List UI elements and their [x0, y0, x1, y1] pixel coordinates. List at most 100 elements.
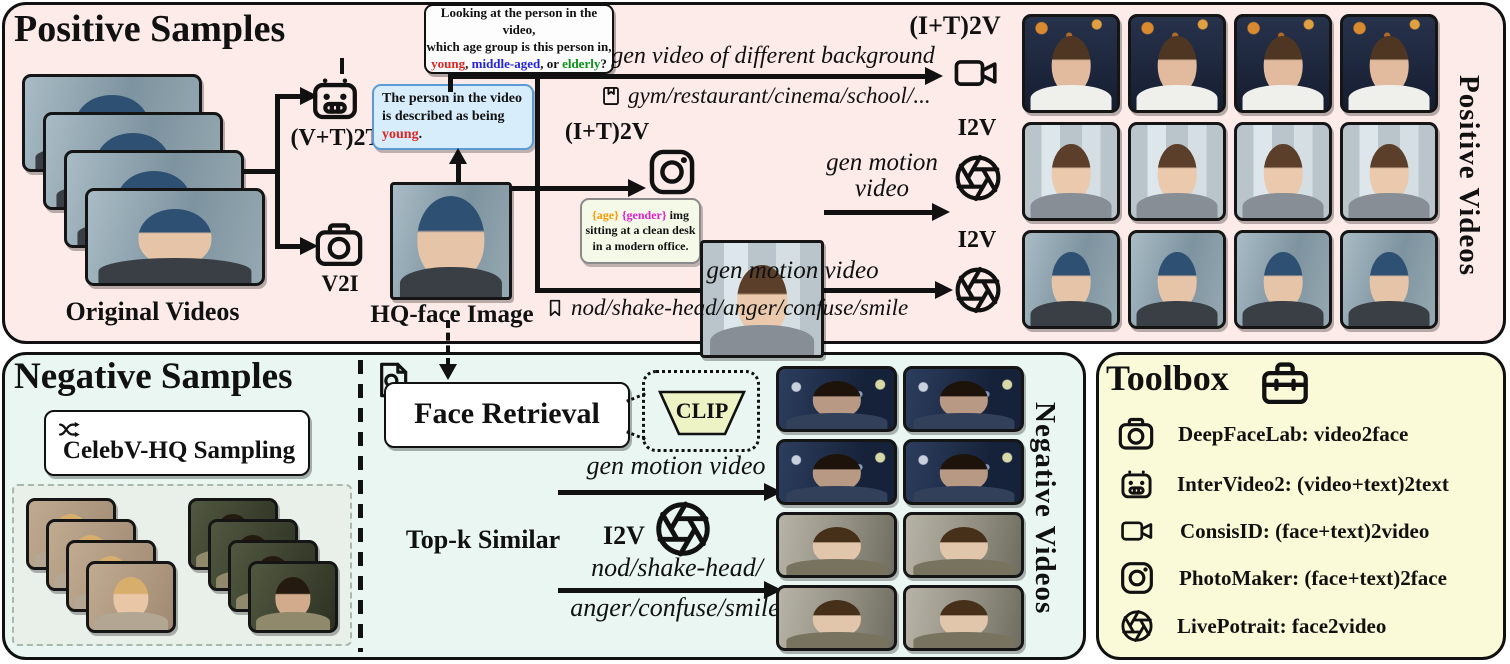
- motion-actions-line: nod/shake-head/anger/confuse/smile: [545, 295, 909, 320]
- sampled-videos-box: [12, 484, 352, 646]
- toolbox-item: DeepFaceLab: video2face: [1116, 414, 1408, 454]
- connector-line: [340, 58, 344, 74]
- toolbox-item-label: ConsisID: (face+text)2video: [1180, 518, 1430, 543]
- negative-videos-side-label: Negative Videos: [1029, 401, 1061, 615]
- background-scenes-text: gym/restaurant/cinema/school/...: [628, 83, 931, 108]
- toolbox-item: PhotoMaker: (face+text)2face: [1117, 558, 1447, 598]
- prompt-bubble: {age} {gender} img sitting at a clean de…: [580, 198, 701, 264]
- connector-line: [824, 210, 934, 215]
- connector-line: [512, 186, 630, 191]
- motion-path-caption: gen motion video: [706, 257, 879, 284]
- prompt-text: img sitting at a clean desk in a modern …: [585, 207, 696, 253]
- original-videos-label: Original Videos: [65, 297, 240, 326]
- video-frame: [85, 188, 265, 286]
- book-icon: [603, 87, 619, 106]
- question-line1: Looking at the person in the video,: [440, 5, 598, 38]
- video-frame: [86, 561, 176, 633]
- shutter-icon: [952, 264, 1004, 316]
- instagram-icon: [1121, 562, 1153, 594]
- video-frame: [903, 585, 1024, 651]
- video-frame: [1340, 230, 1438, 329]
- video-frame: [1022, 122, 1120, 221]
- original-videos-stack: [22, 74, 268, 288]
- negative-actions-line2: anger/confuse/smile: [570, 593, 780, 622]
- video-camera-icon: [954, 60, 997, 86]
- v2i-label: V2I: [321, 271, 359, 296]
- toolbox-item-label: LivePotrait: face2video: [1177, 613, 1387, 638]
- video-frame: [1234, 14, 1332, 113]
- connector-line: [275, 94, 280, 249]
- connector-line: [448, 74, 453, 92]
- video-frame: [248, 561, 338, 633]
- positive-videos-side-label: Positive Videos: [1453, 75, 1485, 277]
- arrowhead: [300, 237, 318, 255]
- video-frame: [1340, 122, 1438, 221]
- toolbox-item-label: InterVideo2: (video+text)2text: [1177, 472, 1449, 496]
- consisid-it2v-label: (I+T)2V: [909, 11, 1001, 40]
- robot-icon: [308, 72, 362, 126]
- positive-samples-title: Positive Samples: [14, 8, 286, 50]
- age-option-young: young: [431, 55, 466, 71]
- prompt-age-token: {age}: [592, 207, 619, 222]
- instagram-icon: [644, 144, 700, 200]
- video-frame: [1340, 14, 1438, 113]
- question-line2: which age group is this person in,: [426, 39, 612, 54]
- connector-line: [448, 74, 927, 79]
- connector-line: [558, 490, 766, 495]
- question-bubble: Looking at the person in the video, whic…: [424, 4, 614, 74]
- bookmark-icon: [549, 299, 561, 317]
- clip-box: CLIP: [642, 370, 760, 452]
- negative-videos-grid: [776, 366, 1024, 651]
- celebv-sampling-label: CelebV-HQ Sampling: [62, 437, 296, 464]
- toolbox-item: LivePotrait: face2video: [1119, 608, 1386, 644]
- shutter-icon: [1121, 610, 1153, 642]
- dashed-connector: [446, 320, 450, 366]
- video-frame: [1234, 122, 1332, 221]
- arrowhead: [439, 364, 457, 380]
- background-scenes-line: gym/restaurant/cinema/school/...: [600, 83, 931, 108]
- video-frame: [776, 366, 897, 432]
- section-divider: [358, 360, 363, 652]
- negative-samples-title: Negative Samples: [14, 356, 293, 397]
- toolbox-item: InterVideo2: (video+text)2text: [1118, 466, 1449, 503]
- toolbox-item-label: PhotoMaker: (face+text)2face: [1179, 565, 1447, 590]
- connector-line: [278, 94, 302, 99]
- negative-motion-caption: gen motion video: [586, 451, 766, 480]
- connector-line: [535, 74, 540, 293]
- video-frame: [776, 439, 897, 505]
- video-frame: [1022, 14, 1120, 113]
- toolbox-item-label: DeepFaceLab: video2face: [1178, 421, 1409, 446]
- toolbox-item: ConsisID: (face+text)2video: [1116, 514, 1429, 548]
- negative-actions-line1: nod/shake-head/: [591, 553, 763, 582]
- face-retrieval-box: Face Retrieval: [384, 382, 630, 448]
- camera-icon: [312, 218, 366, 272]
- prompt-gender-token: {gender}: [621, 207, 667, 222]
- video-frame: [1128, 122, 1226, 221]
- i2v-label-1: I2V: [957, 115, 997, 141]
- photomaker-it2v-label: (I+T)2V: [564, 119, 650, 145]
- video-frame: [903, 512, 1024, 578]
- video-frame: [776, 585, 897, 651]
- hq-face-label: HQ-face Image: [370, 301, 534, 328]
- video-frame: [903, 439, 1024, 505]
- hq-face-image: [390, 182, 512, 300]
- toolbox-title: Toolbox: [1106, 358, 1229, 398]
- age-option-elderly: elderly: [562, 55, 601, 71]
- clip-label: CLIP: [675, 398, 729, 423]
- celebv-sampling-box: CelebV-HQ Sampling: [44, 410, 310, 476]
- shutter-icon: [952, 152, 1004, 204]
- video-frame: [1128, 14, 1226, 113]
- video-camera-icon: [1121, 521, 1153, 541]
- video-frame: [903, 366, 1024, 432]
- face-retrieval-label: Face Retrieval: [414, 397, 600, 430]
- video-frame: [1234, 230, 1332, 329]
- arrowhead: [935, 281, 953, 299]
- i2v-label-2: I2V: [957, 227, 997, 253]
- motion-actions-text: nod/shake-head/anger/confuse/smile: [571, 295, 909, 320]
- answer-young: young: [382, 127, 419, 143]
- generated-office-image: [700, 240, 824, 358]
- background-path-caption: gen video of different background: [611, 43, 935, 69]
- sampled-stack-1: [26, 498, 176, 636]
